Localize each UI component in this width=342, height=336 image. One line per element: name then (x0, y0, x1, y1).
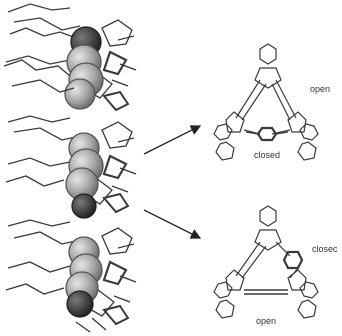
macrocycle-top (213, 43, 319, 161)
macrocycle-bottom (213, 205, 319, 319)
arrow-upper (143, 125, 202, 155)
molecular-stack-3 (5, 219, 137, 333)
label-closed-top: closed (254, 150, 280, 160)
label-closed-bottom: closec (312, 244, 338, 254)
molecular-stack-2 (5, 115, 137, 219)
label-open-top: open (310, 84, 330, 94)
arrow-lower (143, 209, 202, 239)
label-open-bottom: open (256, 316, 276, 326)
molecular-stack-1 (3, 3, 137, 112)
